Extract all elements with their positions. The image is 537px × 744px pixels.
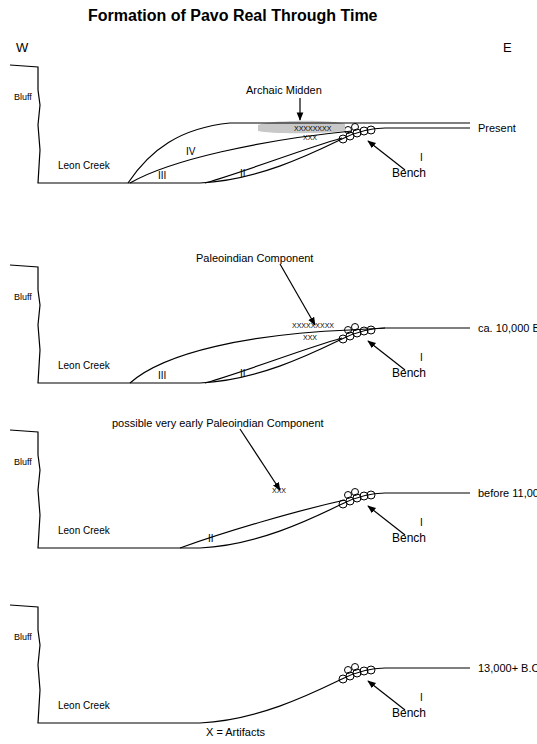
annotation-label: Bench (392, 706, 426, 720)
annotation-label: Leon Creek (58, 160, 110, 172)
annotation-label: Leon Creek (58, 700, 110, 712)
panel-13000bc (10, 605, 470, 723)
annotation-label: XXX (272, 486, 286, 495)
panel-present (10, 65, 470, 183)
annotation-label: Leon Creek (58, 360, 110, 372)
annotation-label: IV (186, 146, 195, 158)
annotation-label: ca. 10,000 B.C. (478, 322, 537, 335)
annotation-label: W (16, 40, 28, 55)
annotation-label: Bluff (14, 292, 32, 303)
annotation-label: I (420, 152, 423, 164)
annotation-label: I (420, 692, 423, 704)
annotation-label: III (158, 370, 166, 382)
annotation-label: Bluff (14, 457, 32, 468)
annotation-label: II (240, 168, 246, 180)
annotation-label: III (158, 170, 166, 182)
panel-11000bc (10, 429, 470, 548)
annotation-label: Bench (392, 366, 426, 380)
annotation-label: Leon Creek (58, 525, 110, 537)
annotation-label: Bluff (14, 92, 32, 103)
annotation-label: XXX (303, 133, 317, 142)
annotation-label: Bench (392, 166, 426, 180)
annotation-label: Paleoindian Component (196, 252, 313, 265)
annotation-label: II (208, 533, 214, 545)
annotation-label: Archaic Midden (246, 84, 322, 97)
diagram-title: Formation of Pavo Real Through Time (88, 6, 378, 25)
annotation-label: Bluff (14, 632, 32, 643)
annotation-label: 13,000+ B.C. (478, 662, 537, 675)
annotation-label: I (420, 517, 423, 529)
annotation-label: before 11,000 B.C. (478, 487, 537, 500)
annotation-label: XXXXXXXXX (292, 321, 334, 330)
panel-10000bc (10, 264, 470, 383)
annotation-label: X = Artifacts (206, 726, 265, 739)
annotation-label: Present (478, 122, 516, 135)
annotation-label: XXX (303, 333, 317, 342)
annotation-label: E (503, 40, 512, 55)
annotation-label: possible very early Paleoindian Componen… (112, 417, 324, 430)
annotation-label: Bench (392, 531, 426, 545)
annotation-label: XXXXXXXX (294, 124, 331, 133)
annotation-label: II (240, 368, 246, 380)
annotation-label: I (420, 352, 423, 364)
